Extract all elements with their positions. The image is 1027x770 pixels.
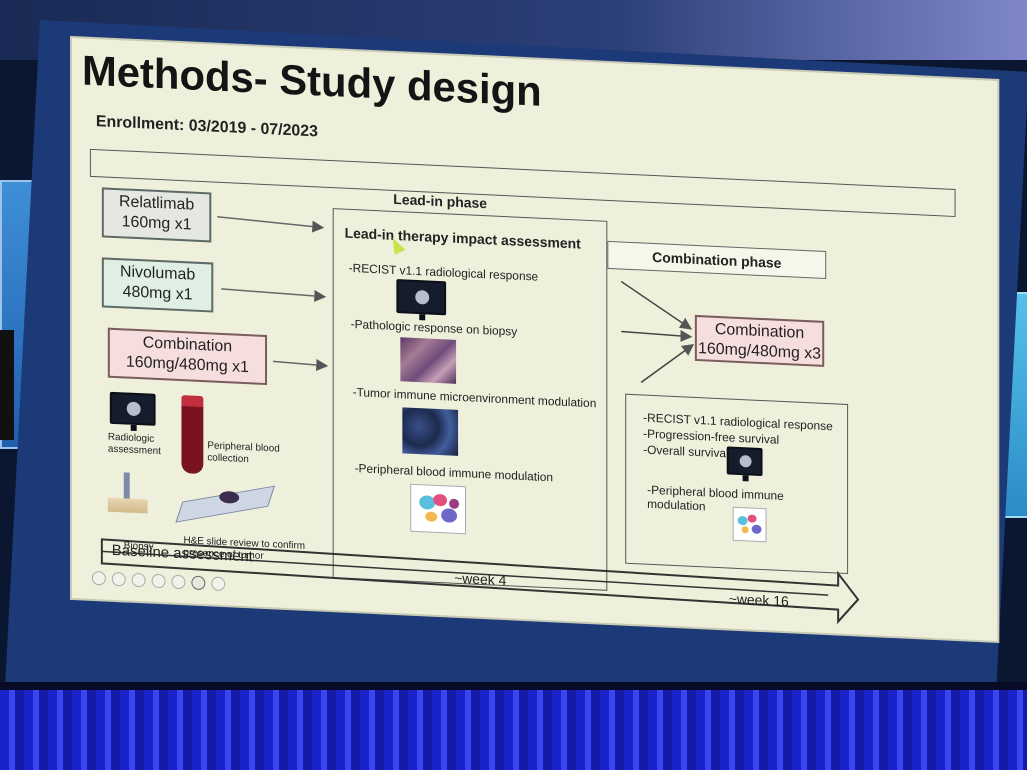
cluster-plot-icon [732, 506, 767, 543]
more-options-button[interactable] [211, 576, 226, 592]
previous-slide-button[interactable] [91, 570, 106, 586]
tissue-image-icon [402, 407, 459, 456]
timeline-week4-label: ~week 4 [454, 569, 507, 589]
arrow-nivolumab [221, 288, 327, 302]
slide: Methods- Study design Enrollment: 03/201… [72, 38, 998, 641]
arrow-to-combination-3 [640, 343, 695, 384]
arrow-combination-arm [272, 358, 329, 371]
left-side-screen-shadow [0, 330, 14, 440]
arm-relatlimab-box: Relatlimab 160mg x1 [101, 187, 212, 243]
slide-title: Methods- Study design [81, 46, 542, 115]
arrow-to-combination-2 [621, 329, 693, 342]
enrollment-dates: Enrollment: 03/2019 - 07/2023 [95, 113, 318, 141]
presentation-toolbar [91, 570, 241, 596]
slides-grid-button[interactable] [151, 573, 166, 589]
monitor-icon [726, 446, 763, 482]
zoom-button[interactable] [171, 574, 186, 590]
stage-curtain [0, 690, 1027, 770]
tissue-sample-icon [219, 490, 240, 504]
combination-phase-label: Combination phase [607, 240, 827, 280]
arrow-relatlimab [217, 215, 325, 233]
blood-tube-icon [181, 395, 204, 475]
monitor-icon [109, 391, 156, 432]
histology-image-icon [400, 337, 457, 384]
arm-combination-box: Combination 160mg/480mg x1 [107, 327, 268, 386]
baseline-radiologic-label: Radiologic assessment [107, 431, 161, 458]
arm-nivolumab-box: Nivolumab 480mg x1 [101, 257, 214, 313]
pen-tool-button[interactable] [131, 572, 146, 588]
camera-button[interactable] [191, 575, 206, 591]
next-slide-button[interactable] [111, 571, 126, 587]
timeline-week16-label: ~week 16 [728, 590, 789, 610]
combination-phase-box: Combination 160mg/480mg x3 [694, 314, 825, 367]
baseline-blood-label: Peripheral blood collection [207, 440, 280, 466]
cluster-plot-icon [410, 483, 467, 535]
biopsy-tissue-icon [107, 497, 148, 514]
monitor-icon [396, 279, 447, 321]
arrow-to-combination-1 [620, 280, 693, 330]
